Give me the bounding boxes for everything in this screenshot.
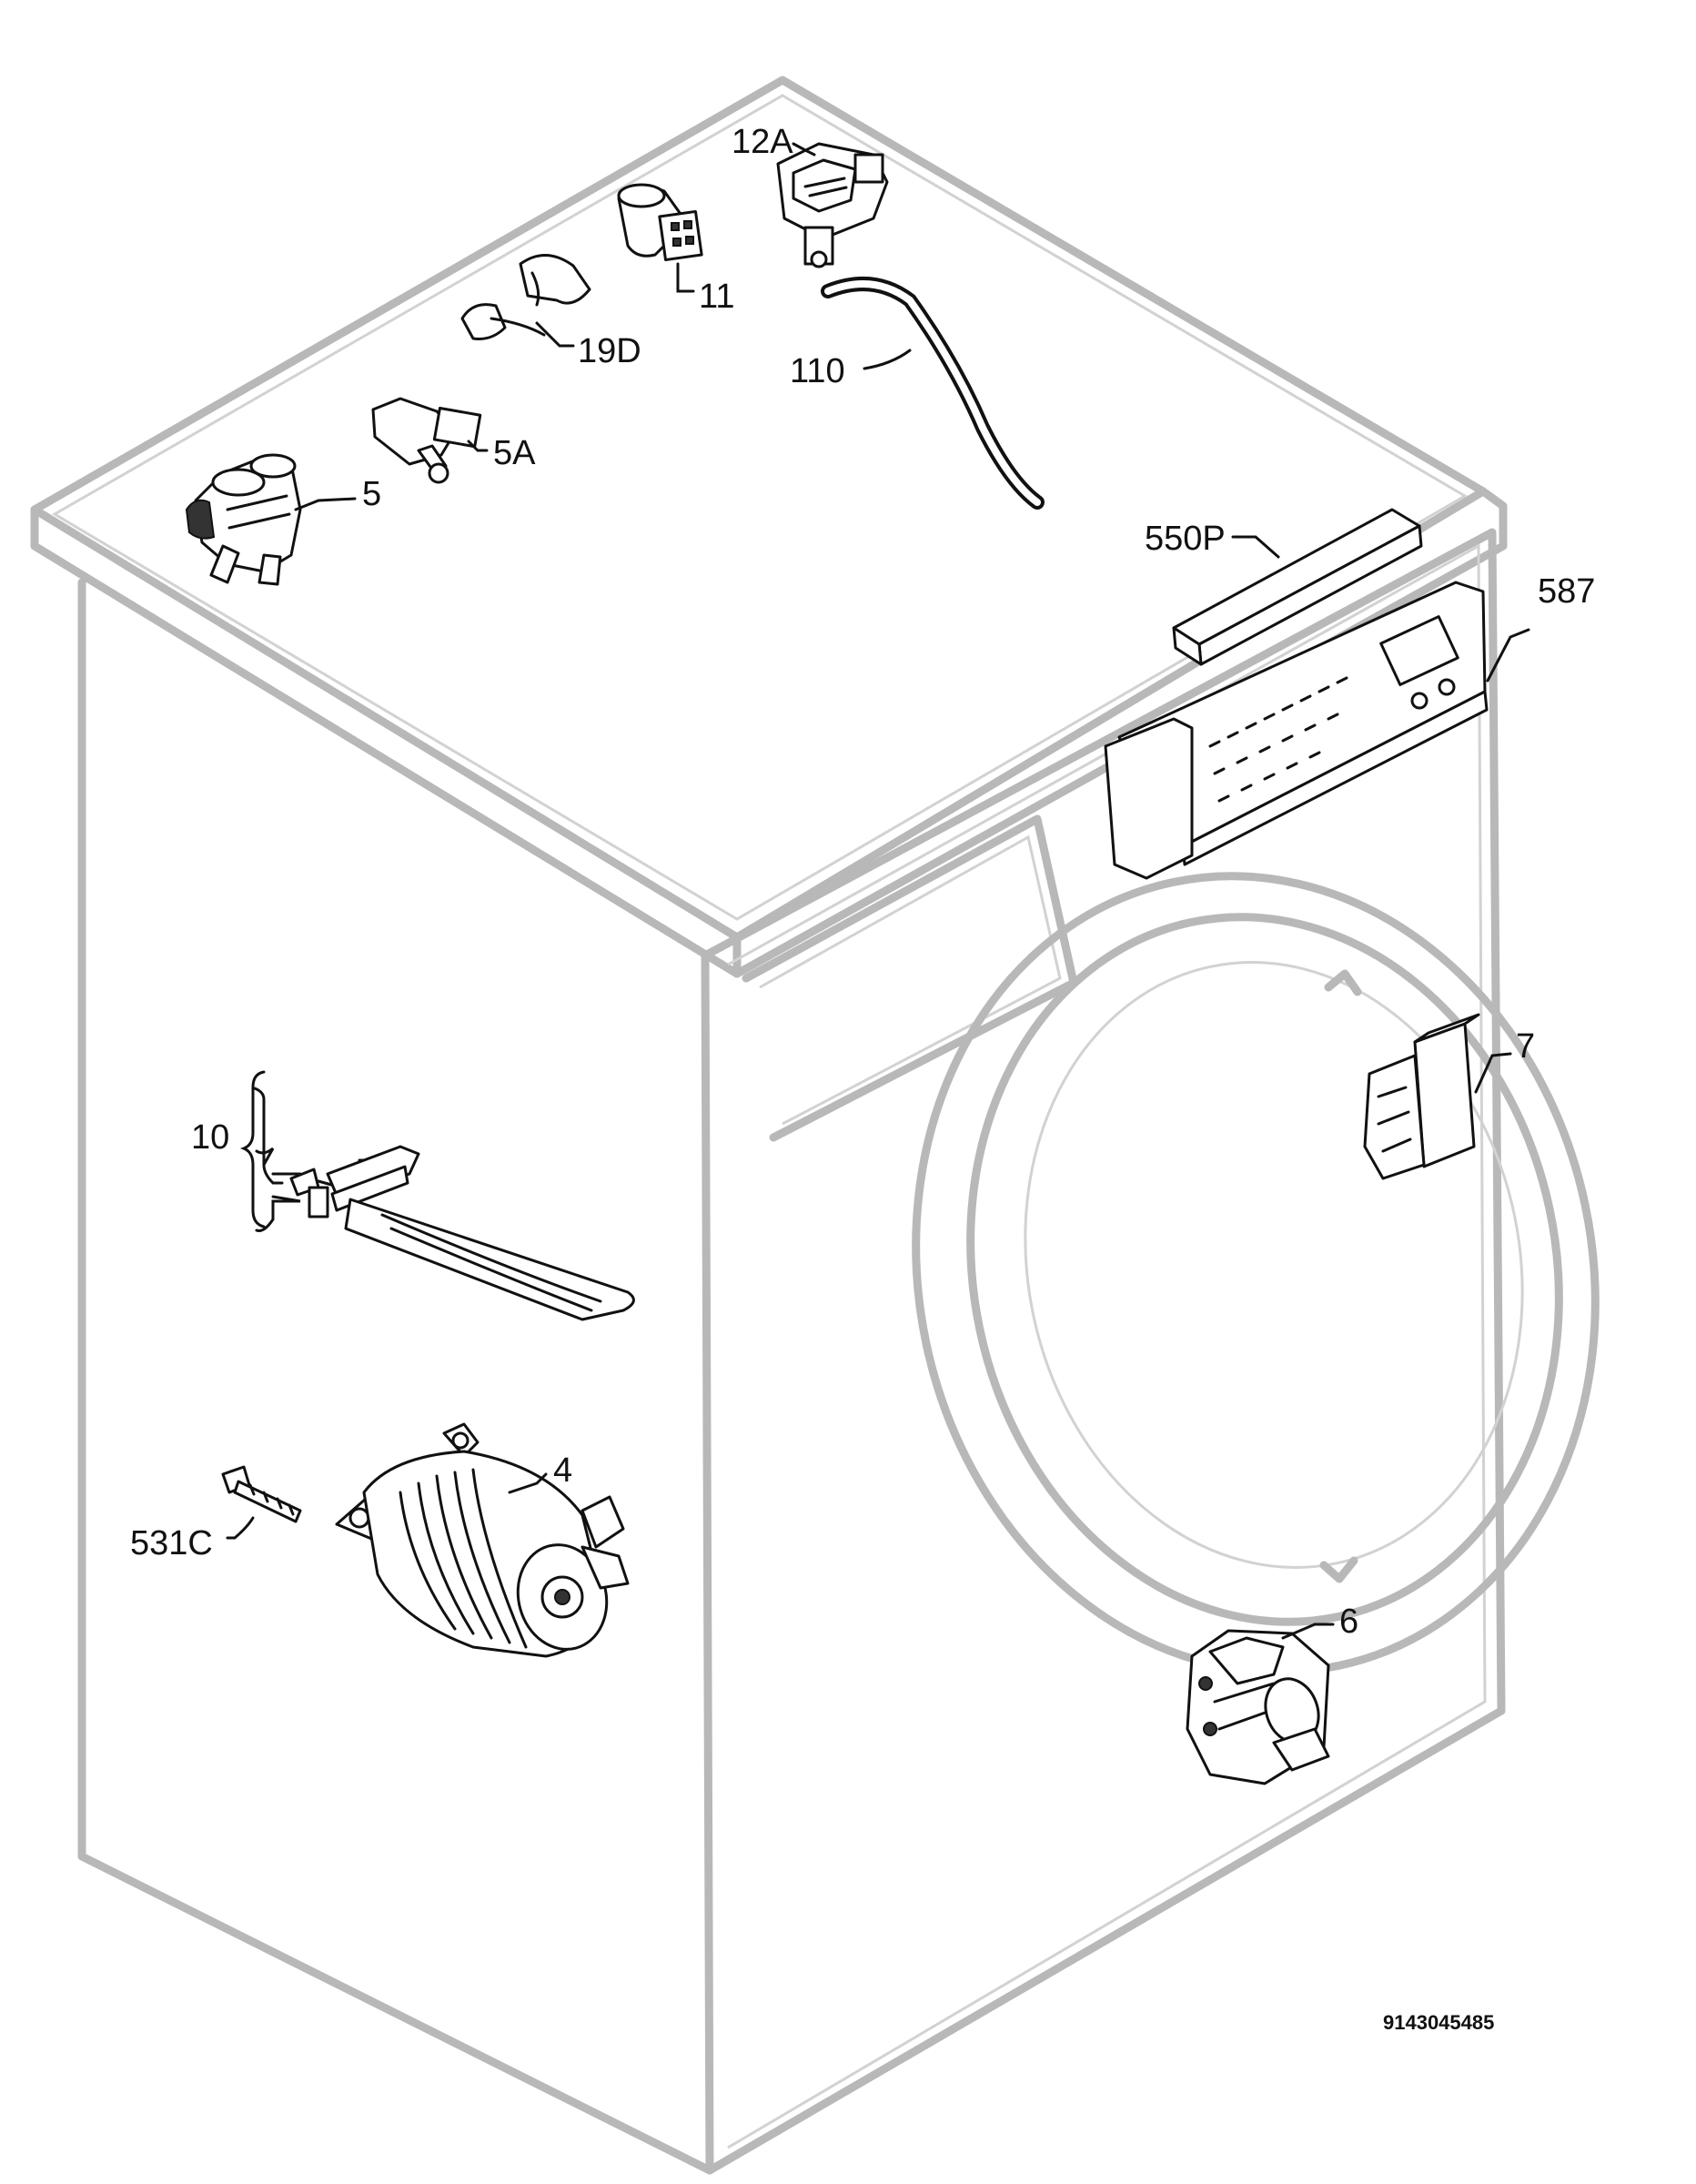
label-12a: 12A <box>732 123 793 161</box>
pressure-hose-110 <box>821 277 1045 510</box>
label-110: 110 <box>790 352 845 390</box>
control-panel-cover-550p <box>1172 508 1423 666</box>
label-5a: 5A <box>493 434 536 472</box>
label-6: 6 <box>1339 1603 1358 1641</box>
bracket-10 <box>239 1070 266 1228</box>
part-labels: 12A 11 19D 110 5A 5 550P 587 7 10 4 531C… <box>130 123 1595 1641</box>
document-number: 9143045485 <box>1383 2011 1494 2034</box>
screw-531c <box>221 1465 302 1523</box>
label-10: 10 <box>191 1118 229 1157</box>
label-5: 5 <box>362 475 381 513</box>
heating-element-10 <box>289 1145 635 1321</box>
label-531c: 531C <box>130 1524 213 1562</box>
door-interlock-7 <box>1363 1013 1480 1180</box>
door-seal-clamp-19d <box>460 254 591 340</box>
label-7: 7 <box>1516 1027 1535 1066</box>
label-11: 11 <box>699 278 734 316</box>
label-19d: 19D <box>578 332 641 370</box>
pressure-switch-12a <box>776 142 889 268</box>
mains-filter-11 <box>617 183 703 262</box>
leader-lines <box>226 142 1530 1640</box>
ntc-sensor-5a <box>371 397 482 484</box>
motor-4 <box>335 1422 630 1658</box>
electronic-module-587 <box>1104 581 1489 880</box>
washing-machine-cabinet <box>30 76 1600 2175</box>
drain-pump-6 <box>1186 1629 1330 1785</box>
label-550p: 550P <box>1145 520 1226 558</box>
inlet-valve-5 <box>185 453 302 586</box>
label-587: 587 <box>1538 572 1595 611</box>
label-4: 4 <box>553 1451 572 1490</box>
